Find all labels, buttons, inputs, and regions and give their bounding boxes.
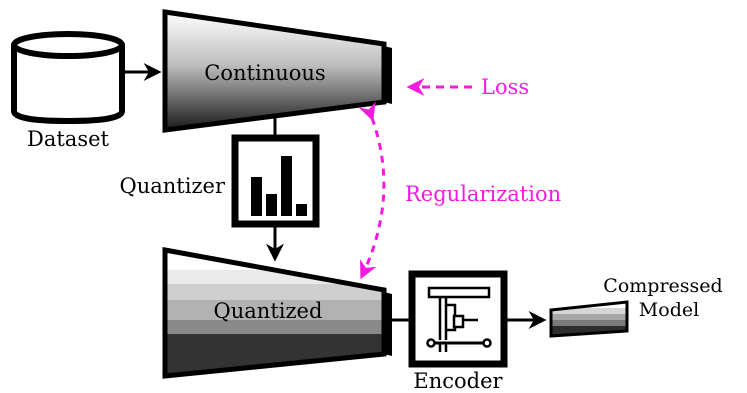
dataset-icon <box>11 31 125 125</box>
compressed-label-line2: Model <box>639 299 699 321</box>
continuous-label: Continuous <box>204 61 325 85</box>
quantized-label: Quantized <box>214 299 323 323</box>
quantizer-label: Quantizer <box>120 174 226 198</box>
continuous-model-block <box>162 9 392 133</box>
loss-label: Loss <box>481 75 529 99</box>
compressed-label-line1: Compressed <box>603 275 722 297</box>
regularization-label: Regularization <box>405 182 561 206</box>
regularization-arrow <box>358 101 386 280</box>
dataset-label: Dataset <box>27 127 110 151</box>
encoder-label: Encoder <box>413 369 503 393</box>
quantizer-icon <box>231 134 320 228</box>
compressed-model-block <box>549 300 629 338</box>
encoder-icon <box>408 270 508 368</box>
